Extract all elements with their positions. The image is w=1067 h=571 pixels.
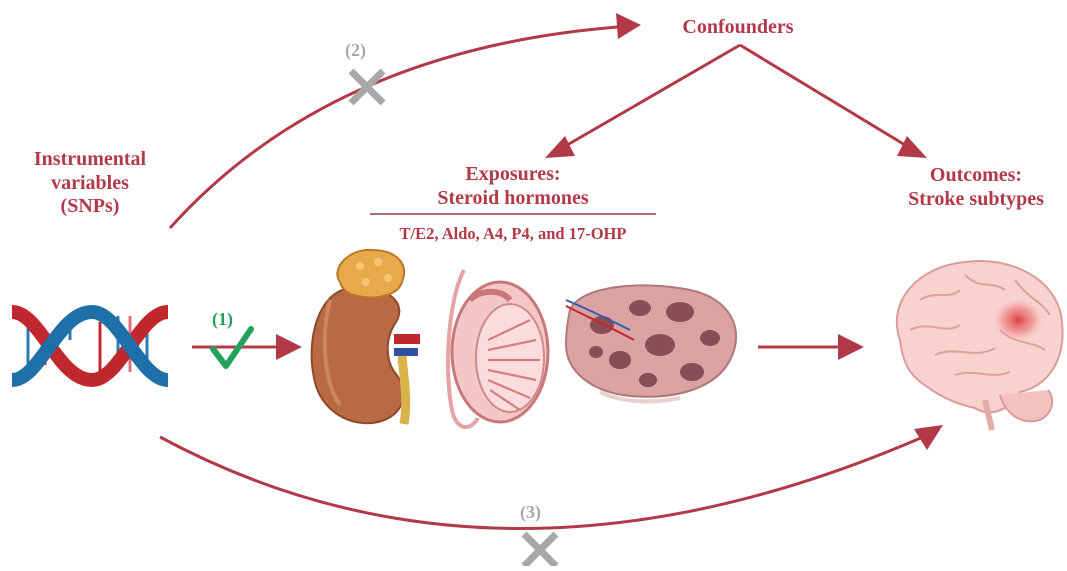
arrowhead-outcomes <box>897 136 927 158</box>
arrowhead-exposures-in <box>276 334 302 360</box>
instrumental-variables-label: Instrumental variables (SNPs) <box>10 148 170 219</box>
arrowhead-exposures <box>545 136 575 158</box>
exposures-label: Exposures: Steroid hormones <box>400 163 626 210</box>
arrowhead-outcomes-in <box>838 334 864 360</box>
outcomes-label: Outcomes: Stroke subtypes <box>888 164 1064 211</box>
kidney-adrenal-icon <box>312 250 420 424</box>
brain-icon <box>897 261 1063 430</box>
outcomes-line-2: Stroke subtypes <box>888 188 1064 212</box>
hormones-label: T/E2, Aldo, A4, P4, and 17-OHP <box>356 224 670 243</box>
exposures-line-1: Exposures: <box>400 163 626 187</box>
cross-icon-3 <box>524 534 556 566</box>
arrowhead-confounders <box>616 13 641 39</box>
dna-icon <box>12 312 168 380</box>
arrow-confounders-to-outcomes <box>740 45 910 148</box>
instrumental-line-2: variables <box>10 172 170 196</box>
arrows <box>160 27 923 529</box>
instrumental-line-1: Instrumental <box>10 148 170 172</box>
arrow-iv-to-outcomes <box>160 437 923 529</box>
testis-icon <box>448 270 548 427</box>
assumption-3-label: (3) <box>520 502 541 523</box>
assumption-2-label: (2) <box>345 40 366 61</box>
instrumental-line-3: (SNPs) <box>10 195 170 219</box>
cross-icon-2 <box>351 71 383 103</box>
assumption-1-label: (1) <box>212 309 233 330</box>
ovary-icon <box>566 285 736 401</box>
outcomes-line-1: Outcomes: <box>888 164 1064 188</box>
arrow-confounders-to-exposures <box>562 45 740 148</box>
confounders-label: Confounders <box>650 16 826 40</box>
exposures-line-2: Steroid hormones <box>400 187 626 211</box>
